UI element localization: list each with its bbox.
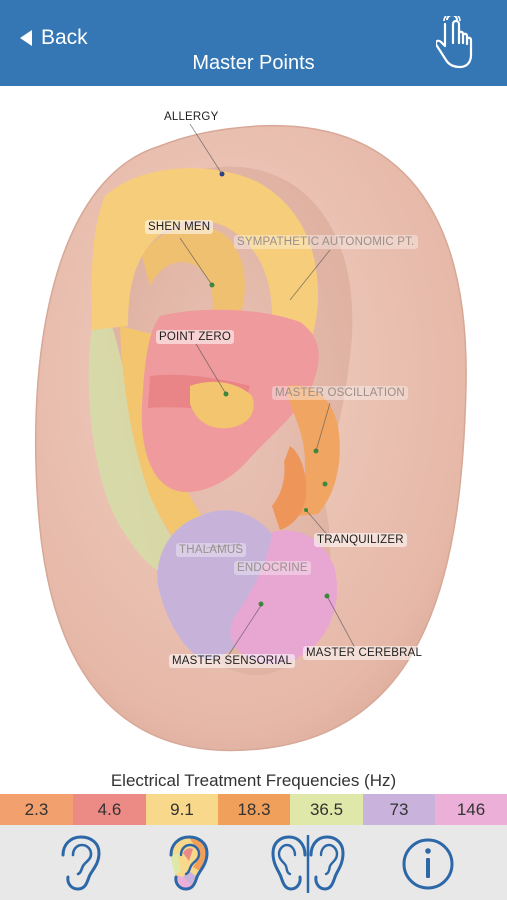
- frequency-cell[interactable]: 73: [363, 794, 435, 825]
- point-label-endocrine[interactable]: ENDOCRINE: [234, 561, 311, 575]
- frequency-value: 2.3: [24, 799, 49, 819]
- frequency-value: 4.6: [97, 799, 122, 819]
- page-title: Master Points: [192, 52, 315, 74]
- frequency-cell[interactable]: 9.1: [146, 794, 218, 825]
- frequency-title: Electrical Treatment Frequencies (Hz): [110, 771, 397, 790]
- point-label-allergy[interactable]: ALLERGY: [161, 110, 222, 124]
- point-label-master-sensorial[interactable]: MASTER SENSORIAL: [169, 654, 296, 668]
- info-icon[interactable]: [393, 831, 463, 895]
- point-label-master-cerebral[interactable]: MASTER CEREBRAL: [303, 646, 426, 660]
- ear-illustration-area: ALLERGY SHEN MEN SYMPATHETIC AUTONOMIC P…: [0, 86, 507, 770]
- back-label: Back: [41, 26, 88, 49]
- app-header: Back Master Points: [0, 0, 507, 86]
- point-label-point-zero[interactable]: POINT ZERO: [156, 330, 235, 344]
- frequency-cell[interactable]: 146: [435, 794, 507, 825]
- back-arrow-icon: [20, 30, 32, 46]
- ear-outline-icon[interactable]: [45, 831, 115, 895]
- frequency-cell[interactable]: 2.3: [0, 794, 73, 825]
- hand-pointer-icon[interactable]: [436, 16, 480, 70]
- bottom-toolbar: [0, 825, 507, 900]
- point-label-shen-men[interactable]: SHEN MEN: [145, 220, 214, 234]
- point-label-thalamus[interactable]: THALAMUS: [176, 543, 247, 557]
- frequency-value: 18.3: [237, 799, 271, 819]
- back-button[interactable]: Back: [20, 24, 88, 52]
- frequency-value: 146: [456, 799, 486, 819]
- frequency-value: 36.5: [309, 799, 344, 819]
- frequency-bar: 2.3 4.6 9.1 18.3 36.5 73 146: [0, 794, 507, 825]
- frequency-cell[interactable]: 4.6: [73, 794, 146, 825]
- frequency-cell[interactable]: 18.3: [218, 794, 290, 825]
- point-label-sympathetic[interactable]: SYMPATHETIC AUTONOMIC PT.: [234, 235, 418, 249]
- frequency-value: 9.1: [170, 799, 194, 819]
- frequency-value: 73: [389, 799, 409, 819]
- ear-compare-icon[interactable]: [263, 831, 353, 895]
- point-label-tranquilizer[interactable]: TRANQUILIZER: [314, 533, 407, 547]
- ear-zones-icon[interactable]: [153, 831, 223, 895]
- point-label-master-oscillation[interactable]: MASTER OSCILLATION: [272, 386, 408, 400]
- frequency-cell[interactable]: 36.5: [290, 794, 363, 825]
